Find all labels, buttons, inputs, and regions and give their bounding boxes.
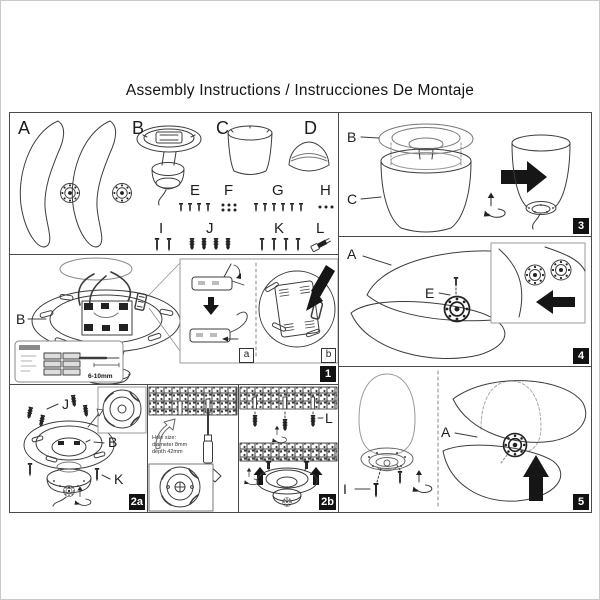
panel-drill: Hole size: diameter 8mm depth 42mm <box>147 384 239 513</box>
step4-label-e: E <box>425 285 435 301</box>
part-label-blade: A <box>18 118 31 138</box>
step2a-label-b: B <box>108 434 118 450</box>
part-label-motor: B <box>132 118 145 138</box>
step4-label-a: A <box>347 246 357 262</box>
part-label-f: F <box>224 182 234 199</box>
drill-note-line2: diameter 8mm <box>152 442 188 448</box>
step5-drawing <box>354 370 587 509</box>
step-badge-2b: 2b <box>319 494 336 510</box>
step5-label-a: A <box>441 424 451 440</box>
drill-note-line3: depth 42mm <box>152 449 183 455</box>
step1-label-b: B <box>16 311 26 327</box>
part-label-l: L <box>316 220 325 237</box>
step2b-drawing <box>239 386 338 507</box>
part-label-diffuser: D <box>304 118 317 138</box>
step-badge-3: 3 <box>573 218 589 234</box>
panel-step2b: L 2b <box>238 384 339 513</box>
panel-step4: A E 4 <box>338 236 592 367</box>
inset-badge-a: a <box>239 348 254 363</box>
part-label-canopy: C <box>216 118 229 138</box>
page-title: Assembly Instructions / Instrucciones De… <box>125 82 475 99</box>
step1-drawing: 6-10mm <box>14 257 338 384</box>
step-badge-2a: 2a <box>128 494 145 510</box>
wire-strip-note: 6-10mm <box>88 373 113 380</box>
drill-note-line1: Hole size: <box>152 435 177 441</box>
inset-badge-b: b <box>321 348 336 363</box>
step2b-label-l: L <box>325 410 333 426</box>
part-label-g: G <box>272 182 284 199</box>
step2a-label-k: K <box>114 471 124 487</box>
step2a-label-j: J <box>62 396 69 412</box>
step4-drawing <box>350 242 586 359</box>
part-label-e: E <box>190 182 201 199</box>
parts-drawing <box>19 120 334 253</box>
panel-step5: I A 5 <box>338 366 592 513</box>
step3-drawing <box>360 123 571 233</box>
panel-step3: B C 3 <box>338 112 592 237</box>
part-label-j: J <box>206 220 214 237</box>
step5-label-i: I <box>343 481 347 497</box>
part-label-i: I <box>159 220 164 237</box>
panel-step1: 6-10mm <box>9 254 339 385</box>
panel-parts: A B C D E F G H I J K L <box>9 112 339 255</box>
panel-step2a: J B K 2a <box>9 384 148 513</box>
part-label-h: H <box>320 182 331 199</box>
step-badge-4: 4 <box>573 348 589 364</box>
step-badge-5: 5 <box>573 494 589 510</box>
step3-label-b: B <box>347 129 357 145</box>
step-badge-1: 1 <box>320 366 336 382</box>
step2a-drawing <box>23 386 147 507</box>
part-label-k: K <box>274 220 285 237</box>
step3-label-c: C <box>347 191 358 207</box>
drill-drawing: Hole size: diameter 8mm depth 42mm <box>148 386 238 512</box>
